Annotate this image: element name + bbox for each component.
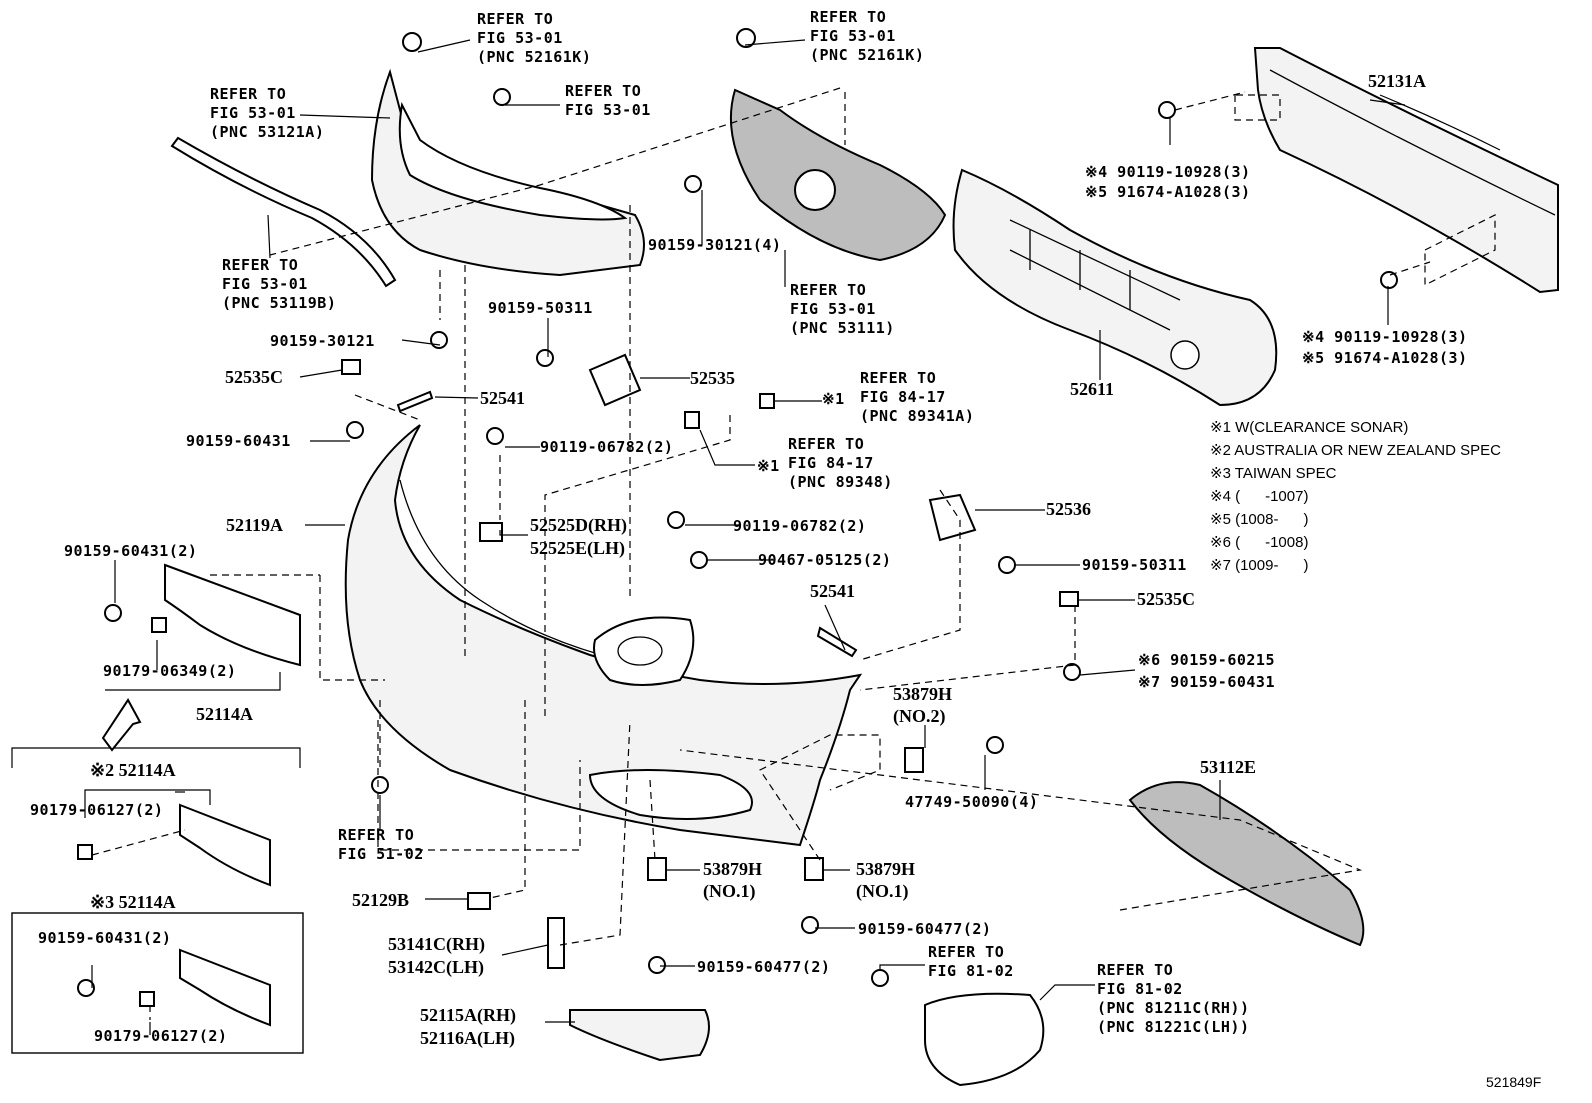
part-90159-60431-left[interactable]: 90159-60431 bbox=[186, 432, 291, 450]
lower-grille[interactable] bbox=[1128, 781, 1365, 947]
bumper-side-support[interactable] bbox=[569, 1009, 710, 1062]
ref-sonar-89341a[interactable]: REFER TO FIG 84-17 (PNC 89341A) bbox=[860, 369, 975, 425]
radiator-grille[interactable] bbox=[729, 88, 947, 262]
part-90179-06127-au[interactable]: 90179-06127(2) bbox=[30, 801, 164, 819]
part-52115a[interactable]: 52115A(RH) bbox=[420, 1005, 516, 1025]
part-91674-a1028-top[interactable]: ※5 91674-A1028(3) bbox=[1085, 183, 1251, 201]
part-53879h-no1-left[interactable]: 53879H (NO.1) bbox=[703, 859, 763, 901]
direction-arrow-icon bbox=[101, 698, 142, 752]
ref-clip-52161k-right[interactable]: REFER TO FIG 53-01 (PNC 52161K) bbox=[810, 8, 925, 64]
license-plate-bracket-au[interactable] bbox=[179, 803, 271, 887]
fog-lamp[interactable] bbox=[924, 992, 1045, 1087]
strip-52541-right[interactable] bbox=[816, 626, 858, 658]
figure-id: 521849F bbox=[1486, 1074, 1542, 1090]
part-52114a-tw[interactable]: ※3 52114A bbox=[90, 892, 176, 912]
part-90119-06782-upper[interactable]: 90119-06782(2) bbox=[540, 438, 674, 456]
part-52535[interactable]: 52535 bbox=[690, 368, 735, 388]
strip-52541-left[interactable] bbox=[396, 390, 434, 413]
bracket-53879h-no1-left[interactable] bbox=[647, 857, 667, 881]
footnote-1: ※1 W(CLEARANCE SONAR) bbox=[1210, 419, 1409, 436]
part-52119a[interactable]: 52119A bbox=[226, 515, 284, 535]
part-52114a[interactable]: 52114A bbox=[196, 704, 254, 724]
part-90159-30121-4[interactable]: 90159-30121(4) bbox=[648, 236, 782, 254]
part-90159-60431-2-top[interactable]: 90159-60431(2) bbox=[64, 542, 198, 560]
part-90179-06349[interactable]: 90179-06349(2) bbox=[103, 662, 237, 680]
bumper-lower-retainer[interactable] bbox=[547, 917, 565, 969]
part-90119-10928-top[interactable]: ※4 90119-10928(3) bbox=[1085, 163, 1251, 181]
mark-1-upper: ※1 bbox=[822, 390, 845, 408]
part-52536[interactable]: 52536 bbox=[1046, 499, 1091, 519]
part-90179-06127-tw[interactable]: 90179-06127(2) bbox=[94, 1027, 228, 1045]
part-53141c[interactable]: 53141C(RH) bbox=[388, 934, 485, 954]
ref-fog-lamp[interactable]: REFER TO FIG 81-02 (PNC 81211C(RH)) (PNC… bbox=[1097, 961, 1250, 1036]
ref-fig-51-02[interactable]: REFER TO FIG 51-02 bbox=[338, 826, 424, 863]
ref-grille-frame[interactable]: REFER TO FIG 53-01 (PNC 53121A) bbox=[210, 85, 325, 141]
part-90119-10928-bottom[interactable]: ※4 90119-10928(3) bbox=[1302, 328, 1468, 346]
variant-box-tw bbox=[11, 912, 304, 1054]
part-90159-60477-left[interactable]: 90159-60477(2) bbox=[697, 958, 831, 976]
footnote-6: ※6 ( -1008) bbox=[1210, 534, 1309, 551]
part-53112e[interactable]: 53112E bbox=[1200, 757, 1257, 777]
part-52116a[interactable]: 52116A(LH) bbox=[420, 1028, 516, 1048]
screw-icons bbox=[77, 28, 1398, 1007]
bracket-53879h-no1-right[interactable] bbox=[804, 857, 824, 881]
retainer-52535[interactable] bbox=[588, 353, 642, 407]
part-90467-05125[interactable]: 90467-05125(2) bbox=[758, 551, 892, 569]
part-52541-left[interactable]: 52541 bbox=[480, 388, 525, 408]
bumper-energy-absorber[interactable] bbox=[952, 168, 1278, 407]
part-53879h-no1-right[interactable]: 53879H (NO.1) bbox=[856, 859, 916, 901]
part-90159-60477-right[interactable]: 90159-60477(2) bbox=[858, 920, 992, 938]
part-52525d[interactable]: 52525D(RH) bbox=[530, 515, 627, 535]
part-53142c[interactable]: 53142C(LH) bbox=[388, 957, 484, 977]
part-52525e[interactable]: 52525E(LH) bbox=[530, 538, 626, 558]
ref-clip-52161k-left[interactable]: REFER TO FIG 53-01 (PNC 52161K) bbox=[477, 10, 592, 66]
part-52129b[interactable]: 52129B bbox=[352, 890, 410, 910]
mark-1-lower: ※1 bbox=[757, 457, 780, 475]
part-52114a-au[interactable]: ※2 52114A bbox=[90, 760, 176, 780]
front-bumper-cover[interactable] bbox=[344, 424, 863, 847]
part-52535c-left[interactable]: 52535C bbox=[225, 367, 283, 387]
part-52131a[interactable]: 52131A bbox=[1368, 71, 1426, 91]
footnote-7: ※7 (1009- ) bbox=[1210, 557, 1309, 574]
bumper-cap[interactable] bbox=[467, 892, 491, 910]
license-plate-bracket[interactable] bbox=[164, 563, 301, 667]
part-52535c-right[interactable]: 52535C bbox=[1137, 589, 1195, 609]
grille-molding[interactable] bbox=[170, 136, 397, 288]
part-90159-50311-right[interactable]: 90159-50311 bbox=[1082, 556, 1187, 574]
ref-sonar-89348[interactable]: REFER TO FIG 84-17 (PNC 89348) bbox=[788, 435, 893, 491]
retainer-52535c-left[interactable] bbox=[341, 359, 361, 375]
retainer-52535c-right[interactable] bbox=[1059, 591, 1079, 607]
part-90119-06782-lower[interactable]: 90119-06782(2) bbox=[733, 517, 867, 535]
ref-grille-53111[interactable]: REFER TO FIG 53-01 (PNC 53111) bbox=[790, 281, 895, 337]
footnote-3: ※3 TAIWAN SPEC bbox=[1210, 465, 1337, 482]
bumper-reinforcement[interactable] bbox=[1253, 47, 1559, 294]
ref-fig-53-01[interactable]: REFER TO FIG 53-01 bbox=[565, 82, 651, 119]
footnote-4: ※4 ( -1007) bbox=[1210, 488, 1309, 505]
part-90159-30121[interactable]: 90159-30121 bbox=[270, 332, 375, 350]
bracket-53879h-no2[interactable] bbox=[904, 747, 924, 773]
ref-molding-53119b[interactable]: REFER TO FIG 53-01 (PNC 53119B) bbox=[222, 256, 337, 312]
part-90159-50311-top[interactable]: 90159-50311 bbox=[488, 299, 593, 317]
license-plate-bracket-tw[interactable] bbox=[179, 948, 271, 1027]
part-91674-a1028-bottom[interactable]: ※5 91674-A1028(3) bbox=[1302, 349, 1468, 367]
part-52541-right[interactable]: 52541 bbox=[810, 581, 855, 601]
retainer-52525[interactable] bbox=[479, 522, 503, 542]
part-47749-50090[interactable]: 47749-50090(4) bbox=[905, 793, 1039, 811]
part-52611[interactable]: 52611 bbox=[1070, 379, 1115, 399]
footnote-5: ※5 (1008- ) bbox=[1210, 511, 1309, 528]
leader-lines bbox=[11, 39, 1501, 1035]
ref-fig-81-02-screw[interactable]: REFER TO FIG 81-02 bbox=[928, 943, 1014, 980]
part-53879h-no2[interactable]: 53879H (NO.2) bbox=[893, 684, 953, 726]
retainer-52536[interactable] bbox=[928, 493, 977, 542]
assembly-lines bbox=[91, 87, 1496, 1020]
part-90159-60215[interactable]: ※6 90159-60215 bbox=[1138, 651, 1275, 669]
footnote-2: ※2 AUSTRALIA OR NEW ZEALAND SPEC bbox=[1210, 442, 1501, 459]
part-90159-60431-right[interactable]: ※7 90159-60431 bbox=[1138, 673, 1275, 691]
part-90159-60431-tw[interactable]: 90159-60431(2) bbox=[38, 929, 172, 947]
radiator-grille-frame[interactable] bbox=[370, 68, 645, 277]
